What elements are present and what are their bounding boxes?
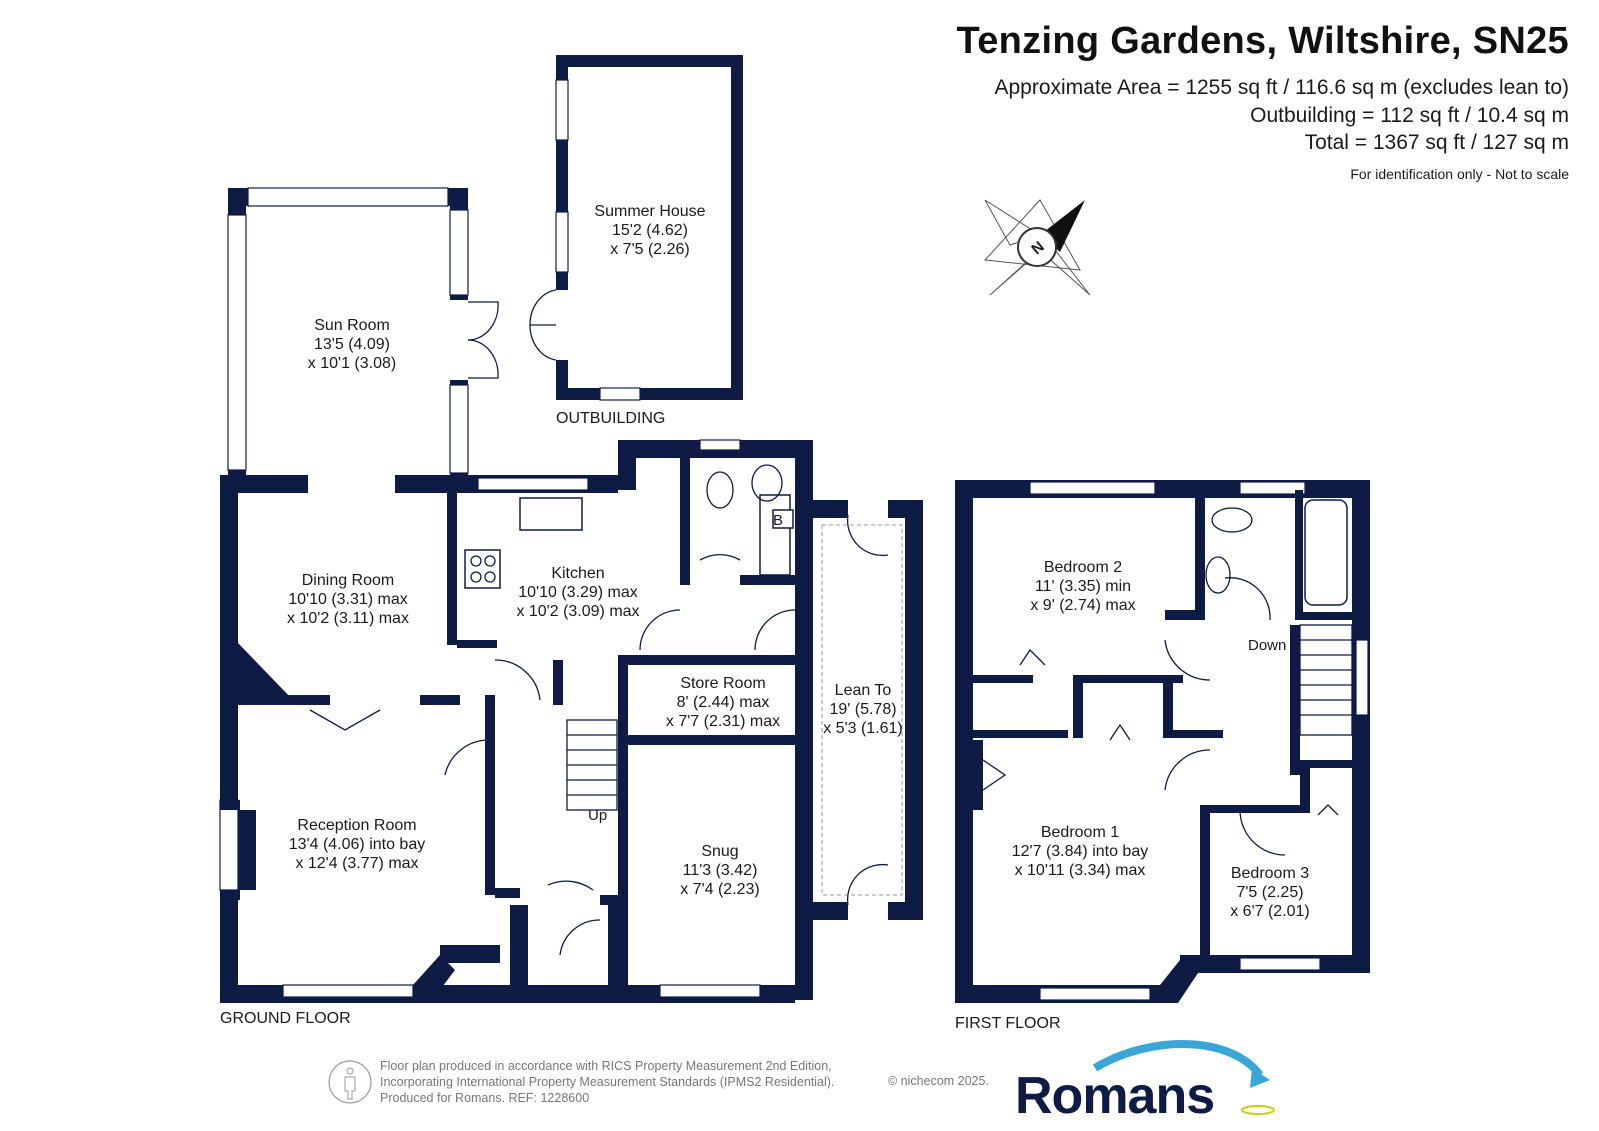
area-total: Total = 1367 sq ft / 127 sq m (1304, 131, 1569, 154)
sun-room-dim1: 13'5 (4.09) (314, 336, 390, 353)
bedroom-1-dim1: 12'7 (3.84) into bay (1012, 843, 1148, 860)
reception-room-dim1: 13'4 (4.06) into bay (289, 836, 425, 853)
first-floor-walls (955, 480, 1370, 1003)
bedroom-2-dim2: x 9' (2.74) max (1030, 597, 1135, 614)
snug-name: Snug (701, 843, 738, 860)
person-icon (328, 1060, 372, 1104)
lean-to-dim2: x 5'3 (1.61) (823, 720, 903, 737)
kitchen-dim1: 10'10 (3.29) max (518, 584, 638, 601)
footer-copyright: © nichecom 2025. (888, 1074, 989, 1088)
first-floor-label: FIRST FLOOR (955, 1015, 1061, 1032)
stairs-down-label: Down (1248, 637, 1286, 654)
lean-to-dim1: 19' (5.78) (829, 701, 896, 718)
identification-note: For identification only - Not to scale (1350, 166, 1569, 182)
dining-room-dim1: 10'10 (3.31) max (288, 591, 408, 608)
plan-title: Tenzing Gardens, Wiltshire, SN25 (956, 20, 1569, 62)
footer-line-3: Produced for Romans. REF: 1228600 (380, 1091, 590, 1105)
bedroom-3-name: Bedroom 3 (1231, 865, 1309, 882)
brand-logo-text: Romans (1015, 1067, 1215, 1125)
bedroom-1-name: Bedroom 1 (1041, 824, 1119, 841)
bedroom-3-dim2: x 6'7 (2.01) (1230, 903, 1310, 920)
footer-line-1: Floor plan produced in accordance with R… (380, 1059, 832, 1073)
outbuilding-label: OUTBUILDING (556, 410, 665, 427)
romans-logo-icon (1092, 1040, 1275, 1115)
kitchen-dim2: x 10'2 (3.09) max (516, 603, 639, 620)
bedroom-3-dim1: 7'5 (2.25) (1236, 884, 1303, 901)
snug-dim2: x 7'4 (2.23) (680, 881, 760, 898)
area-main: Approximate Area = 1255 sq ft / 116.6 sq… (994, 76, 1569, 99)
bedroom-2-dim1: 11' (3.35) min (1035, 578, 1131, 595)
snug-dim1: 11'3 (3.42) (683, 862, 758, 879)
store-room-dim1: 8' (2.44) max (677, 694, 770, 711)
store-room-name: Store Room (680, 675, 765, 692)
compass-rose-icon: N (983, 199, 1091, 296)
reception-room-name: Reception Room (297, 817, 416, 834)
area-outbuilding: Outbuilding = 112 sq ft / 10.4 sq m (1250, 104, 1569, 127)
summer-house-dim2: x 7'5 (2.26) (610, 241, 690, 258)
summer-house-dim1: 15'2 (4.62) (612, 222, 688, 239)
sun-room-dim2: x 10'1 (3.08) (308, 355, 396, 372)
kitchen-name: Kitchen (551, 565, 604, 582)
dining-room-name: Dining Room (302, 572, 394, 589)
ground-floor-walls (219, 187, 923, 1003)
summer-house-walls (529, 55, 743, 401)
boiler-label: B (773, 512, 783, 529)
bedroom-1-dim2: x 10'11 (3.34) max (1015, 862, 1146, 879)
footer-line-2: Incorporating International Property Mea… (380, 1075, 835, 1089)
ground-floor-label: GROUND FLOOR (220, 1010, 351, 1027)
dining-room-dim2: x 10'2 (3.11) max (287, 610, 409, 627)
stairs-up-label: Up (588, 807, 607, 824)
store-room-dim2: x 7'7 (2.31) max (666, 713, 780, 730)
reception-room-dim2: x 12'4 (3.77) max (295, 855, 418, 872)
sun-room-name: Sun Room (314, 317, 390, 334)
bedroom-2-name: Bedroom 2 (1044, 559, 1122, 576)
footer-disclaimer: Floor plan produced in accordance with R… (380, 1058, 834, 1106)
lean-to-name: Lean To (835, 682, 892, 699)
summer-house-name: Summer House (594, 203, 705, 220)
